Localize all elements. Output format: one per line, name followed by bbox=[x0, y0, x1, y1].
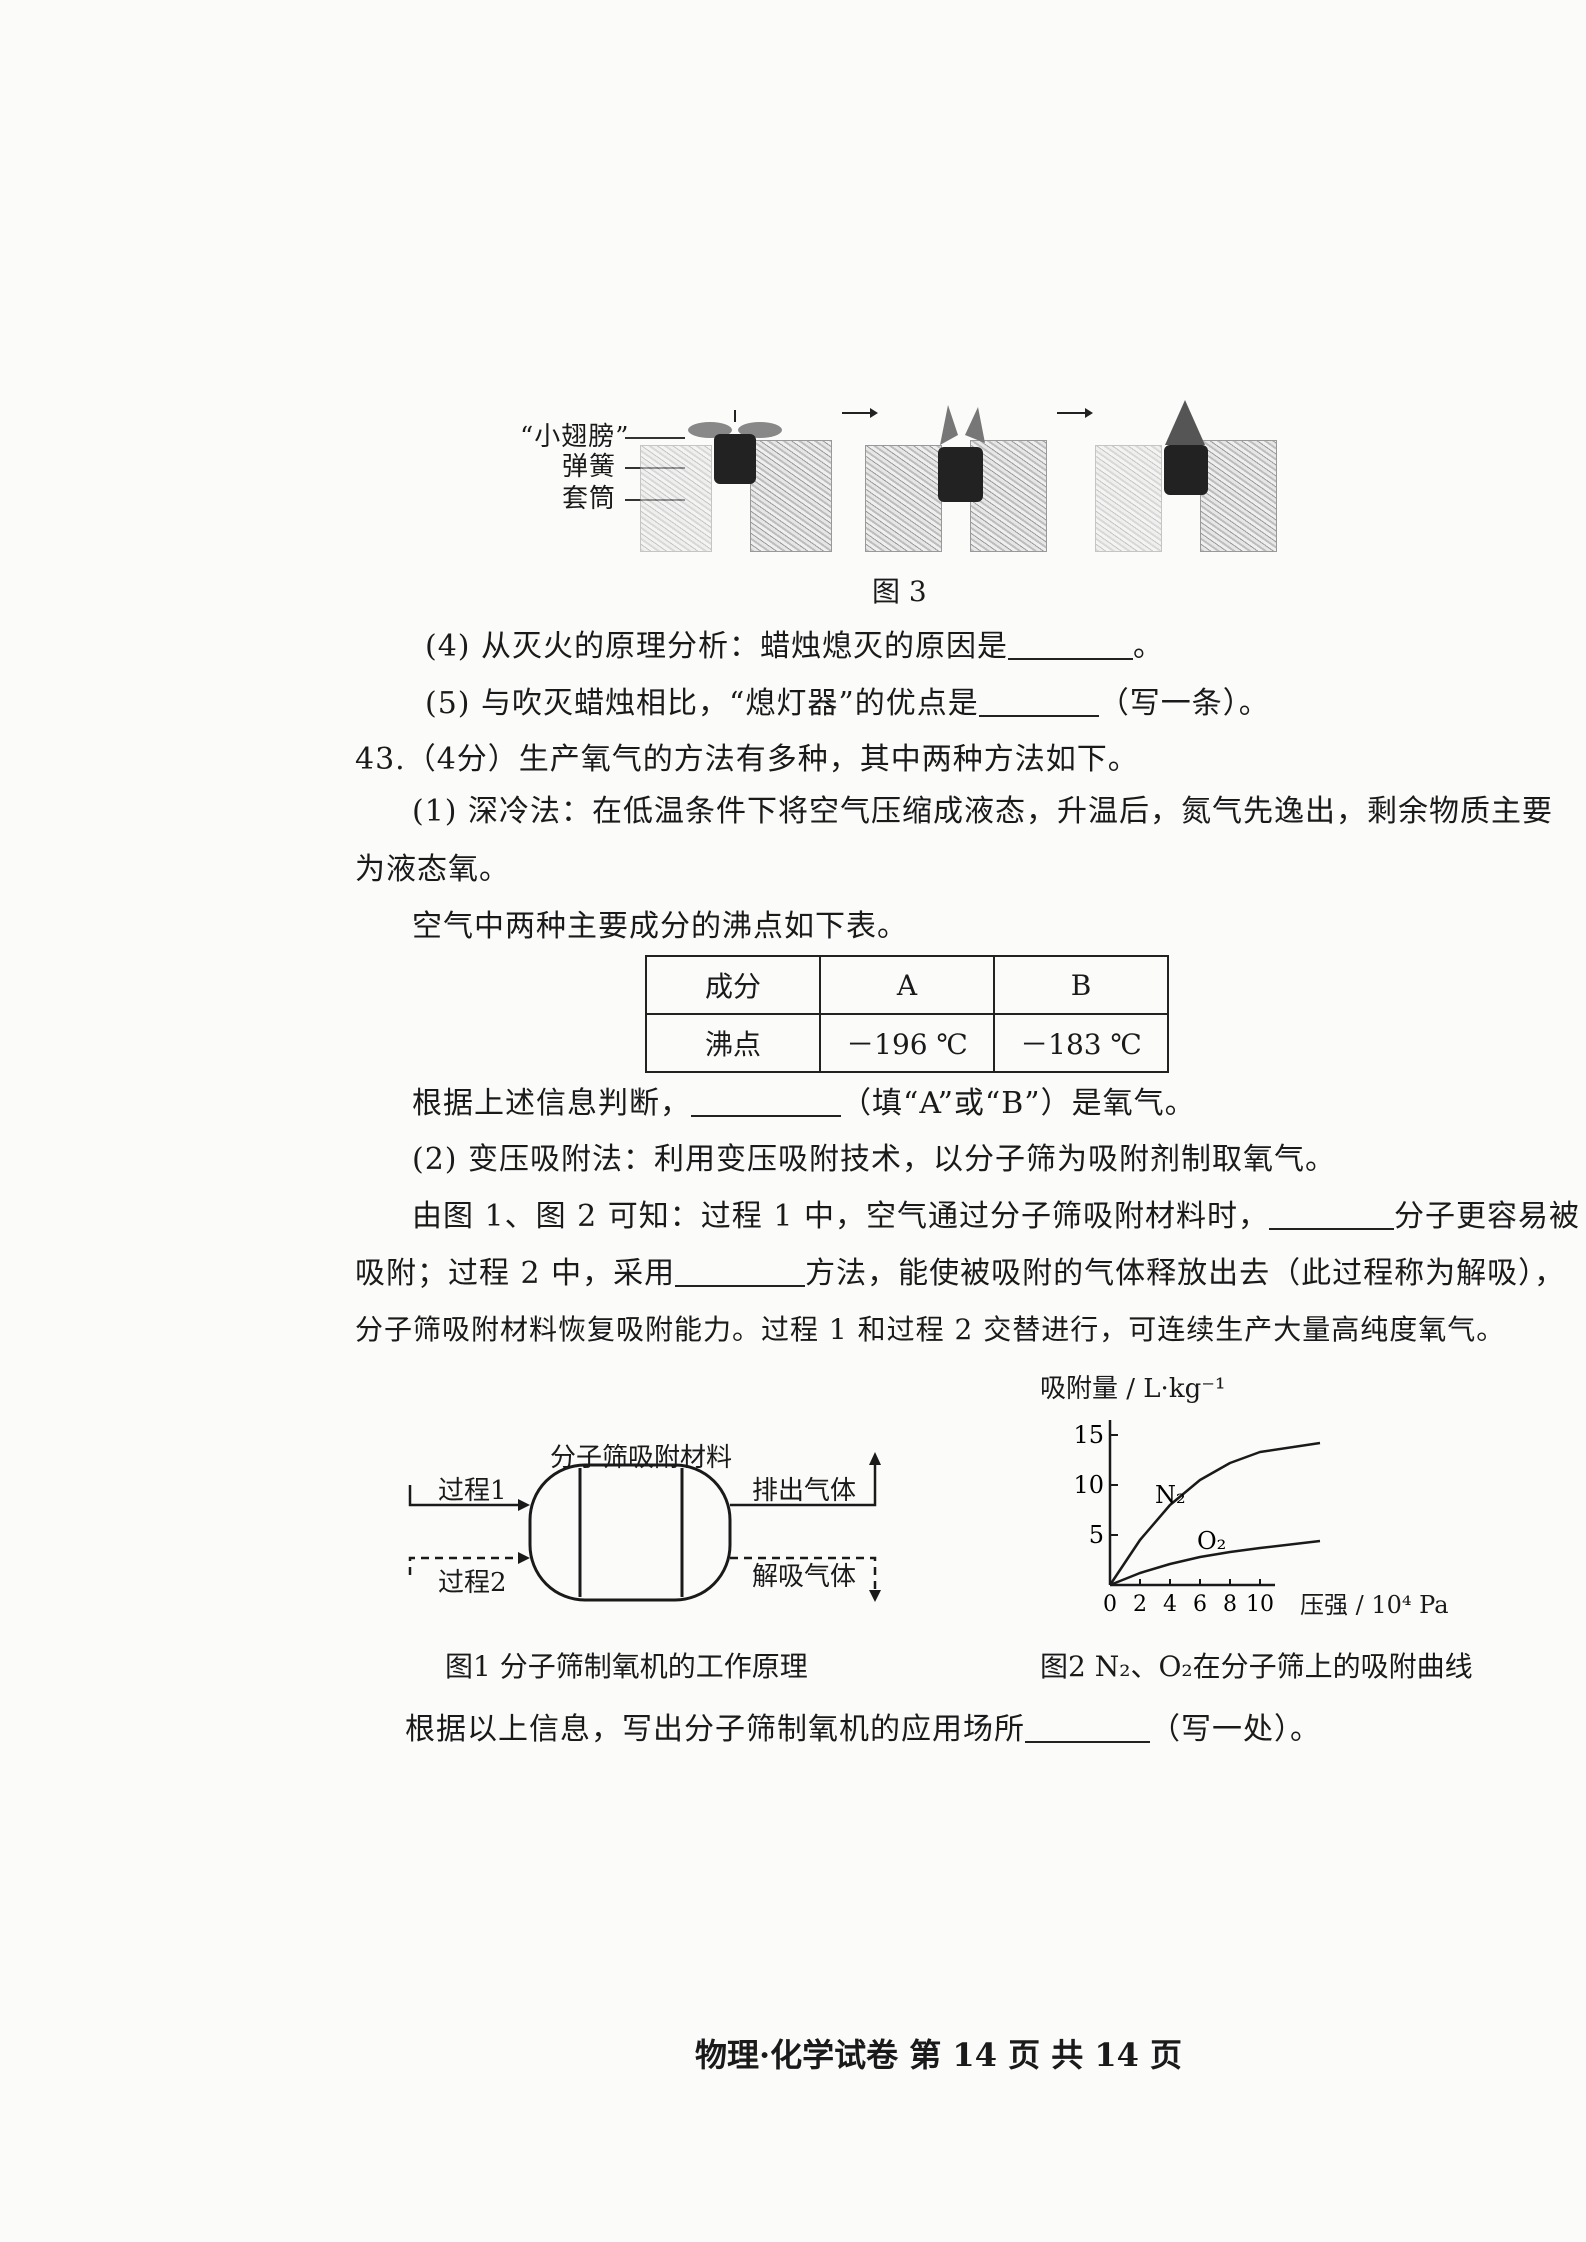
label-material: 分子筛吸附材料 bbox=[550, 1443, 733, 1473]
q43-part1-line1: (1) 深冷法：在低温条件下将空气压缩成液态，升温后，氮气先逸出，剩余物质主要 bbox=[412, 794, 1554, 829]
x-tick-label: 4 bbox=[1163, 1592, 1177, 1617]
table-cell: －183 ℃ bbox=[993, 1013, 1169, 1073]
label-process-2: 过程2 bbox=[438, 1568, 507, 1598]
q43-table-intro: 空气中两种主要成分的沸点如下表。 bbox=[412, 909, 908, 944]
answer-blank-q43-3[interactable] bbox=[675, 1255, 806, 1287]
figure-1-diagram bbox=[408, 1452, 881, 1602]
figure-3: “小翅膀” 弹簧 套筒 bbox=[520, 395, 1280, 565]
answer-blank-q43-2[interactable] bbox=[1268, 1198, 1394, 1230]
series-label-0: N₂ bbox=[1155, 1481, 1186, 1509]
x-tick-label: 2 bbox=[1133, 1592, 1147, 1617]
x-tick-label: 8 bbox=[1223, 1592, 1237, 1617]
q43-stem: 43.（4分）生产氧气的方法有多种，其中两种方法如下。 bbox=[355, 742, 1139, 777]
answer-blank-q42-4[interactable] bbox=[1008, 628, 1134, 660]
boiling-point-table: 成分 A B 沸点 －196 ℃ －183 ℃ bbox=[645, 955, 1169, 1073]
x-tick-label: 0 bbox=[1103, 1592, 1117, 1617]
page-footer: 物理·化学试卷 第 14 页 共 14 页 bbox=[695, 2036, 1183, 2074]
series-line-1 bbox=[1109, 1539, 1321, 1587]
table-cell: －196 ℃ bbox=[819, 1013, 995, 1073]
y-tick-label: 5 bbox=[1089, 1521, 1104, 1549]
label-exhaust: 排出气体 bbox=[752, 1476, 857, 1506]
snuffer-stage-2 bbox=[938, 405, 985, 502]
arrow-2 bbox=[1057, 408, 1093, 418]
chart-xlabel: 压强 / 10⁴ Pa bbox=[1300, 1591, 1449, 1619]
photo-stage-3-right bbox=[1200, 440, 1277, 552]
snuffer-stage-3 bbox=[1164, 400, 1208, 495]
figure-2-caption: 图2 N₂、O₂在分子筛上的吸附曲线 bbox=[1040, 1650, 1473, 1683]
q42-part4: (4) 从灭火的原理分析：蜡烛熄灭的原因是。 bbox=[425, 628, 1165, 664]
q43-para-line3: 分子筛吸附材料恢复吸附能力。过程 1 和过程 2 交替进行，可连续生产大量高纯度… bbox=[355, 1313, 1506, 1346]
table-header-cell: 成分 bbox=[645, 955, 821, 1015]
y-tick-label: 10 bbox=[1073, 1471, 1104, 1499]
label-desorb: 解吸气体 bbox=[752, 1562, 857, 1592]
label-process-1: 过程1 bbox=[438, 1476, 507, 1506]
table-row: 成分 A B bbox=[645, 955, 1169, 1015]
q43-part1-line2: 为液态氧。 bbox=[355, 852, 510, 887]
answer-blank-q43-4[interactable] bbox=[1025, 1711, 1150, 1743]
x-tick-label: 6 bbox=[1193, 1592, 1207, 1617]
table-cell: 沸点 bbox=[645, 1013, 821, 1073]
chart-ylabel: 吸附量 / L·kg⁻¹ bbox=[1040, 1374, 1226, 1404]
x-tick-label: 10 bbox=[1246, 1592, 1274, 1617]
q43-final: 根据以上信息，写出分子筛制氧机的应用场所（写一处）。 bbox=[405, 1711, 1321, 1747]
series-label-1: O₂ bbox=[1197, 1527, 1226, 1555]
label-wings: “小翅膀” bbox=[520, 422, 630, 452]
label-sleeve: 套筒 bbox=[562, 484, 617, 514]
photo-stage-3-left bbox=[1095, 445, 1162, 552]
answer-blank-q43-1[interactable] bbox=[691, 1085, 841, 1117]
photo-stage-2-left bbox=[865, 445, 942, 552]
table-row: 沸点 －196 ℃ －183 ℃ bbox=[645, 1013, 1169, 1073]
snuffer-stage-1 bbox=[688, 410, 782, 484]
photo-stage-1-right bbox=[750, 440, 832, 552]
series-line-0 bbox=[1108, 1441, 1321, 1586]
table-header-cell: B bbox=[993, 955, 1169, 1015]
y-tick-label: 15 bbox=[1073, 1421, 1104, 1449]
arrow-1 bbox=[842, 408, 878, 418]
q43-para-line1: 由图 1、图 2 可知：过程 1 中，空气通过分子筛吸附材料时，分子更容易被 bbox=[412, 1198, 1580, 1234]
answer-blank-q42-5[interactable] bbox=[978, 685, 1099, 717]
table-header-cell: A bbox=[819, 955, 995, 1015]
q43-judge: 根据上述信息判断，（填“A”或“B”）是氧气。 bbox=[412, 1085, 1196, 1121]
photo-stage-1-left bbox=[640, 445, 712, 552]
q42-part5: (5) 与吹灭蜡烛相比，“熄灯器”的优点是（写一条）。 bbox=[425, 685, 1270, 721]
q43-part2: (2) 变压吸附法：利用变压吸附技术，以分子筛为吸附剂制取氧气。 bbox=[412, 1142, 1337, 1177]
q43-para-line2: 吸附；过程 2 中，采用方法，能使被吸附的气体释放出去（此过程称为解吸）， bbox=[355, 1255, 1566, 1291]
figure-3-caption: 图 3 bbox=[872, 575, 927, 608]
label-spring: 弹簧 bbox=[562, 452, 617, 482]
figure-1-caption: 图1 分子筛制氧机的工作原理 bbox=[445, 1650, 808, 1683]
